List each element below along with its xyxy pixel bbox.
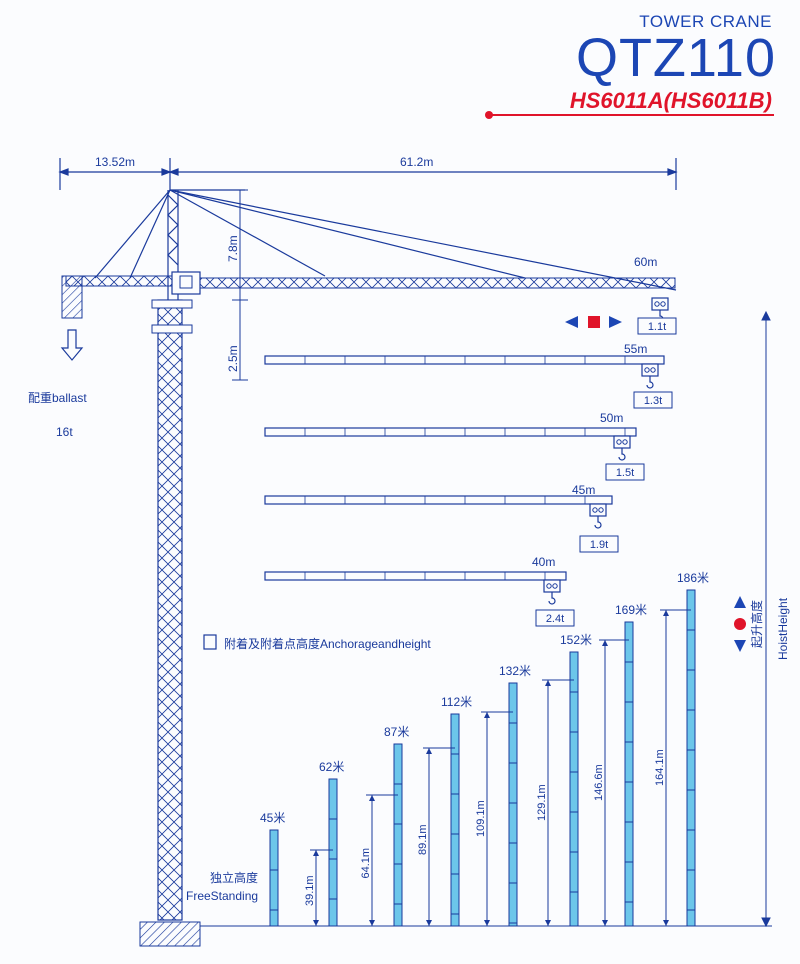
jib-3: 45m 1.9t <box>264 483 619 553</box>
tip-load-box <box>605 463 645 481</box>
free-standing-en: FreeStanding <box>186 889 258 903</box>
height-dims <box>232 189 248 381</box>
jib-radius-label: 40m <box>532 555 555 569</box>
mast-5: 152米 129.1m <box>536 633 592 927</box>
hoist-height-en: HoistHeight <box>776 597 790 660</box>
tip-load-box <box>579 535 619 553</box>
ballast-label: 配重ballast <box>28 391 87 405</box>
tip-load-label: 1.9t <box>590 539 608 551</box>
jib-2: 50m 1.5t <box>264 411 645 481</box>
tip-load-label: 1.5t <box>616 467 634 479</box>
ballast-weight: 16t <box>56 425 73 439</box>
legend-anchorage: 附着及附着点高度Anchorageandheight <box>224 636 431 651</box>
mast-group: 45米 62米 39.1m 87米 64.1m 112米 89.1m 132米 109.1m 15… <box>260 571 709 927</box>
anchor-height-label: 164.1m <box>654 749 666 786</box>
mast-2: 87米 64.1m <box>360 725 409 927</box>
tip-load-box <box>637 317 677 335</box>
mast-column <box>269 829 279 927</box>
mast-4: 132米 109.1m <box>475 664 531 927</box>
jib-bar <box>264 427 637 437</box>
tip-load-box <box>535 609 575 627</box>
mast-1: 62米 39.1m <box>304 760 344 927</box>
dim-jib: 61.2m <box>400 155 433 169</box>
jib-1: 55m 1.3t <box>264 342 673 409</box>
hook-icon <box>613 435 631 461</box>
anchor-height-label: 89.1m <box>417 824 429 855</box>
anchor-height-label: 146.6m <box>593 764 605 801</box>
jib-radius-label: 60m <box>634 255 657 269</box>
tip-load-box <box>633 391 673 409</box>
mast-column <box>508 682 518 927</box>
tip-load-label: 1.3t <box>644 395 662 407</box>
anchor-height-label: 129.1m <box>536 784 548 821</box>
mast-column <box>328 778 338 927</box>
mast-column <box>686 589 696 927</box>
trolley-indicator <box>565 316 622 328</box>
mast-height-label: 186米 <box>677 571 709 585</box>
hook-icon <box>543 579 561 605</box>
hook-icon <box>589 503 607 529</box>
header-dot <box>485 111 493 119</box>
header-model: HS6011A(HS6011B) <box>569 88 772 113</box>
jib-radius-label: 55m <box>624 342 647 356</box>
anchor-height-label: 39.1m <box>304 875 316 906</box>
mast-7: 186米 164.1m <box>654 571 709 927</box>
top-dimensions <box>58 158 678 190</box>
mast-height-label: 112米 <box>441 695 472 709</box>
jib-0: 60m 1.1t <box>634 255 677 335</box>
hoist-height-arrow <box>761 310 771 928</box>
header-title: QTZ110 <box>575 28 776 88</box>
mast-height-label: 169米 <box>615 603 647 617</box>
dim-cap-height: 7.8m <box>226 235 240 262</box>
header-rule <box>490 114 774 116</box>
hoist-height-cn: 起升高度 <box>749 600 764 648</box>
hook-icon <box>641 363 659 389</box>
dim-counter-jib: 13.52m <box>95 155 135 169</box>
mast-6: 169米 146.6m <box>593 603 647 927</box>
jib-4: 40m 2.4t <box>264 555 575 627</box>
mast-height-label: 152米 <box>560 633 592 647</box>
main-jib <box>61 271 676 319</box>
mast-0: 45米 <box>260 811 285 927</box>
mast-column <box>624 621 634 927</box>
mast-height-label: 87米 <box>384 725 409 739</box>
anchor-height-label: 64.1m <box>360 848 372 879</box>
tip-load-label: 1.1t <box>648 321 666 333</box>
mast-height-label: 45米 <box>260 811 285 825</box>
free-standing-cn: 独立高度 <box>210 870 258 885</box>
mast-column <box>450 713 460 927</box>
mast-height-label: 132米 <box>499 664 531 678</box>
mast-3: 112米 89.1m <box>417 695 472 927</box>
tip-load-label: 2.4t <box>546 613 564 625</box>
dim-jib-offset: 2.5m <box>226 345 240 372</box>
mast-height-label: 62米 <box>319 760 344 774</box>
jib-bar <box>264 355 665 365</box>
mast-column <box>393 743 403 927</box>
hoist-indicator <box>734 596 746 652</box>
tower-mast <box>139 299 201 947</box>
mast-column <box>569 651 579 927</box>
jib-radius-label: 45m <box>572 483 595 497</box>
ballast-arrow <box>60 329 84 361</box>
jib-bar <box>264 495 613 505</box>
header-subtitle: TOWER CRANE <box>639 12 772 31</box>
jib-bar <box>264 571 567 581</box>
jib-radius-label: 50m <box>600 411 623 425</box>
legend-box <box>203 634 217 650</box>
tower-top <box>94 189 677 300</box>
anchor-height-label: 109.1m <box>475 800 487 837</box>
